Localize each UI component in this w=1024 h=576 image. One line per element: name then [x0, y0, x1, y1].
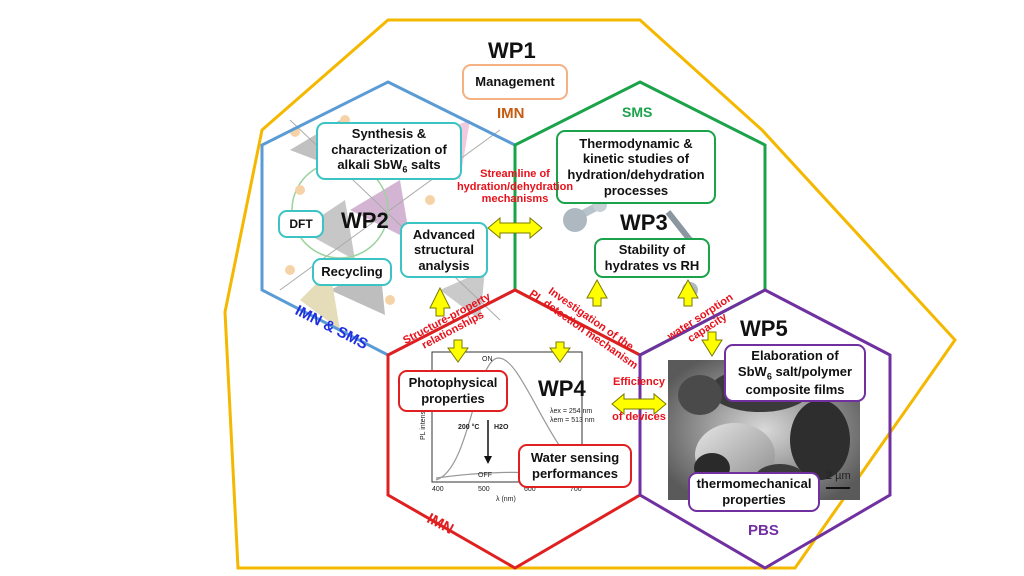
wp3-title: WP3: [620, 210, 668, 235]
arrow-investigation-down: [549, 341, 571, 363]
dft-box: DFT: [278, 210, 324, 238]
wp1-outer-hexagon: [223, 18, 957, 570]
recycling-box: Recycling: [312, 258, 392, 286]
stability-line1: Stability of: [618, 242, 686, 258]
management-label: Management: [475, 74, 555, 90]
advanced-line3: analysis: [418, 257, 470, 273]
elaboration-box: Elaboration of SbW6 salt/polymer composi…: [724, 344, 866, 402]
scalebar-label: 2 µm: [826, 470, 851, 482]
plot-lex: λex = 254 nm: [550, 408, 593, 415]
arrow-sorption-up: [677, 278, 699, 307]
efficiency-label: Efficiency of devices: [612, 376, 666, 423]
synthesis-line2: characterization of: [331, 141, 447, 157]
thermo-line4: processes: [603, 182, 669, 198]
plot-xlabel: λ (nm): [496, 496, 516, 503]
stability-box: Stability of hydrates vs RH: [594, 238, 710, 278]
elaboration-line3: composite films: [745, 382, 845, 398]
plot-on-label: ON: [482, 356, 493, 363]
plot-xtick-500: 500: [478, 486, 490, 493]
thermo-line2: kinetic studies of: [582, 151, 690, 167]
stability-line2: hydrates vs RH: [604, 258, 700, 273]
plot-xtick-400: 400: [432, 486, 444, 493]
arrow-wp4-wp5: [611, 392, 667, 416]
wp5-hexagon: [638, 288, 892, 570]
wp4-title: WP4: [538, 376, 586, 401]
elaboration-line1: Elaboration of: [751, 348, 839, 364]
thermomechanical-box: thermomechanical properties: [688, 472, 820, 512]
thermo-line1: Thermodynamic &: [579, 135, 693, 151]
thermomech-line1: thermomechanical: [696, 476, 812, 492]
arrow-structure-up: [429, 286, 451, 317]
elaboration-line2: SbW6 salt/polymer: [737, 363, 853, 382]
advanced-structural-box: Advanced structural analysis: [400, 222, 488, 278]
plot-xtick-600: 600: [524, 486, 536, 493]
photophysical-line1: Photophysical: [408, 375, 498, 391]
water-sensing-line1: Water sensing: [530, 450, 620, 466]
plot-temp: 200 °C: [458, 424, 480, 431]
wp1-partner-label: IMN: [497, 105, 525, 122]
thermodynamic-box: Thermodynamic & kinetic studies of hydra…: [556, 130, 716, 204]
recycling-label: Recycling: [321, 264, 383, 280]
thermomech-line2: properties: [722, 492, 786, 507]
management-box: Management: [462, 64, 568, 100]
water-sensing-line2: performances: [532, 466, 618, 481]
photophysical-box: Photophysical properties: [398, 370, 508, 412]
water-sensing-box: Water sensing performances: [518, 444, 632, 488]
arrow-sorption-down: [701, 331, 723, 357]
wp5-title: WP5: [740, 316, 788, 341]
thermo-line3: hydration/dehydration: [567, 167, 705, 182]
advanced-line2: structural: [414, 242, 474, 258]
plot-xtick-700: 700: [570, 486, 582, 493]
plot-lem: λem = 513 nm: [550, 417, 595, 424]
arrow-structure-down: [447, 339, 469, 363]
plot-h2o: H2O: [494, 424, 509, 431]
arrow-wp2-wp3: [487, 216, 543, 240]
arrow-investigation-up: [586, 278, 608, 307]
synthesis-line1: Synthesis &: [351, 126, 427, 142]
wp1-title: WP1: [488, 38, 536, 63]
advanced-line1: Advanced: [412, 226, 476, 242]
wp5-partner-label: PBS: [748, 522, 779, 539]
streamline-label: Streamline of hydration/dehydration mech…: [456, 168, 574, 206]
photophysical-line2: properties: [421, 391, 485, 406]
synthesis-box: Synthesis & characterization of alkali S…: [316, 122, 462, 180]
dft-label: DFT: [289, 216, 313, 231]
synthesis-line3: alkali SbW6 salts: [337, 157, 441, 175]
wp2-title: WP2: [341, 208, 389, 233]
plot-off-label: OFF: [478, 472, 492, 479]
wp3-partner-label: SMS: [622, 104, 653, 120]
